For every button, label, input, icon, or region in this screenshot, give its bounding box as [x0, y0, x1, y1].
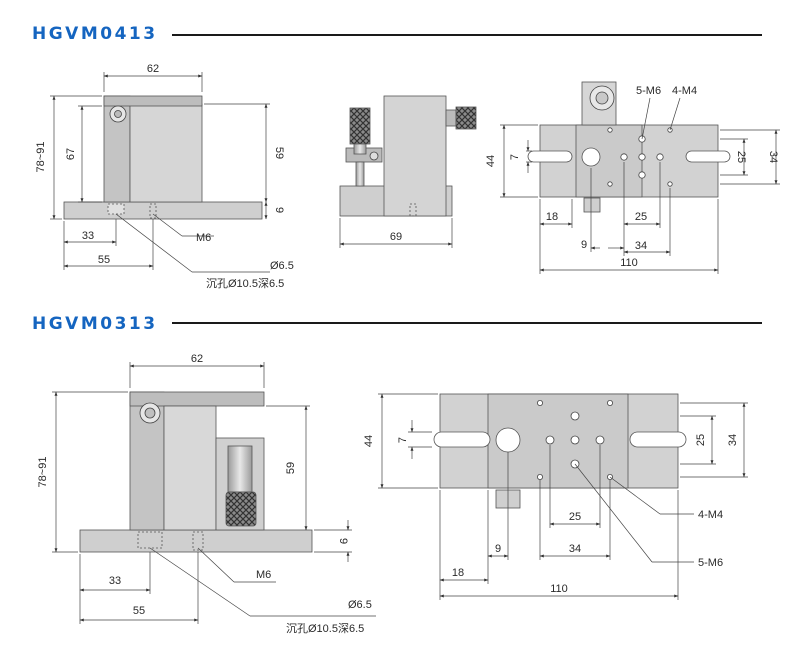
top-slot-label: 7 [509, 154, 521, 160]
thread-label: M6 [256, 569, 271, 581]
top-len-label: 110 [620, 257, 638, 269]
micrometer-thimble [349, 107, 371, 145]
top-width-label: 44 [363, 435, 375, 447]
top-d34-label: 34 [635, 240, 647, 252]
m6-holes [545, 411, 605, 469]
front-labels-hgvm0313: 62 78~91 59 9 33 55 M6 Ø6.5 沉孔Ø10.5深6.5 [37, 353, 372, 635]
side-dims-hgvm0413 [339, 218, 453, 248]
dim-base-thk-label: 9 [273, 207, 285, 213]
dim-width-label: 62 [191, 353, 203, 365]
front-view-hgvm0313 [79, 391, 313, 553]
top-inner-label: 25 [735, 151, 747, 163]
top-m4-label: 4-M4 [672, 85, 697, 97]
dim-travel-height-label: 59 [273, 147, 285, 159]
top-d25-label: 25 [569, 511, 581, 523]
dim-33-label: 33 [82, 230, 94, 242]
section-divider [172, 322, 762, 324]
top-outer-label: 34 [767, 151, 779, 163]
hole-label: Ø6.5 [270, 260, 294, 272]
top-inner-label: 25 [695, 434, 707, 446]
m4-holes [537, 399, 614, 480]
side-view-hgvm0413 [339, 95, 477, 217]
counterbore-label: 沉孔Ø10.5深6.5 [206, 277, 284, 290]
dim-55-label: 55 [98, 254, 110, 266]
top-view-hgvm0413 [527, 81, 731, 213]
hole-label: Ø6.5 [348, 599, 372, 611]
front-dims-hgvm0413 [50, 72, 270, 273]
top-bar [103, 95, 203, 107]
top-view-hgvm0313 [433, 393, 687, 509]
top-len-label: 110 [550, 583, 568, 595]
top-m4-label: 4-M4 [698, 509, 723, 521]
side-body [383, 95, 447, 217]
base-plate [63, 201, 263, 220]
top-width-label: 44 [485, 155, 497, 167]
side-width-label: 69 [390, 231, 402, 243]
section-title-hgvm0413: HGVM0413 [32, 24, 158, 44]
micrometer-barrel [227, 445, 253, 493]
top-labels-hgvm0313: 110 44 7 25 34 18 9 25 34 4-M4 5-M6 [363, 434, 739, 595]
front-labels-hgvm0413: 62 78~91 67 59 9 33 55 M6 Ø6.5 沉孔Ø10.5深6… [35, 63, 294, 290]
top-d18-label: 18 [546, 211, 558, 223]
m6-holes [620, 135, 664, 179]
top-dims-hgvm0313 [378, 393, 748, 600]
top-dims-hgvm0413 [500, 97, 780, 274]
top-d9-label: 9 [495, 543, 501, 555]
dim-height-range-label: 78~91 [37, 457, 49, 488]
front-view-hgvm0413 [63, 95, 263, 220]
dim-height-range-label: 78~91 [35, 142, 47, 173]
center-bore [581, 147, 601, 167]
top-slot-label: 7 [397, 437, 409, 443]
counterbore-label: 沉孔Ø10.5深6.5 [286, 622, 364, 635]
slide-body [129, 103, 203, 203]
center-bore [495, 427, 521, 453]
top-d34-label: 34 [569, 543, 581, 555]
section-title-hgvm0313: HGVM0313 [32, 314, 158, 334]
slot-right [685, 150, 731, 163]
dim-width-label: 62 [147, 63, 159, 75]
slot-left [433, 431, 491, 448]
base-plate [79, 529, 313, 553]
section-divider [172, 34, 762, 36]
slot-left [527, 150, 573, 163]
dim-body-height-label: 67 [65, 148, 77, 160]
front-dims-hgvm0313 [52, 362, 376, 624]
micrometer-barrel [355, 161, 365, 187]
top-d9-label: 9 [581, 239, 587, 251]
side-knob [455, 106, 477, 130]
dim-travel-height-label: 59 [285, 462, 297, 474]
dim-base-thk-label: 9 [337, 538, 349, 544]
top-m6-label: 5-M6 [636, 85, 661, 97]
top-knob-inner [595, 91, 609, 105]
top-d18-label: 18 [452, 567, 464, 579]
micrometer-thimble [225, 491, 257, 527]
dim-55-label: 55 [133, 605, 145, 617]
slide-body [163, 405, 217, 531]
top-labels-hgvm0413: 110 44 7 25 34 18 9 25 34 5-M6 4-M4 [485, 85, 779, 269]
top-d25-label: 25 [635, 211, 647, 223]
top-outer-label: 34 [727, 434, 739, 446]
thread-label: M6 [196, 232, 211, 244]
slot-right [629, 431, 687, 448]
dim-33-label: 33 [109, 575, 121, 587]
top-m6-label: 5-M6 [698, 557, 723, 569]
m4-holes [607, 127, 673, 187]
micrometer-tab [583, 197, 601, 213]
